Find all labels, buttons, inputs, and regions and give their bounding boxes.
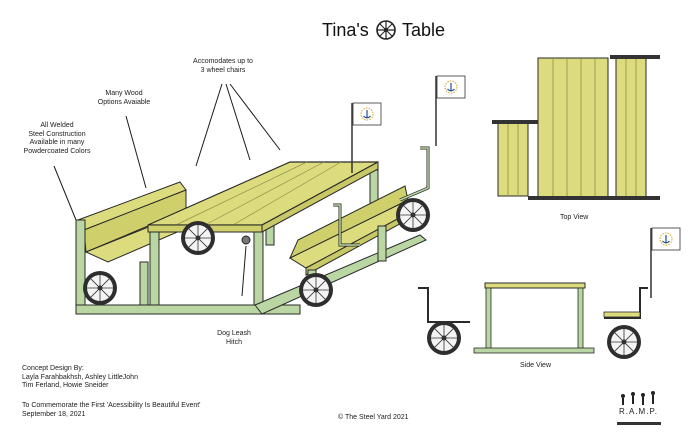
top-view-label: Top View <box>560 214 589 221</box>
side-view <box>418 227 681 360</box>
main-table <box>75 75 466 315</box>
ramp-logo-figures <box>617 391 661 425</box>
side-view-label: Side View <box>520 362 552 369</box>
title-text-right: Table <box>402 20 446 40</box>
callout-lines <box>53 83 281 297</box>
callout-wood-options: Many Wood Options Avaiable <box>97 90 151 106</box>
copyright: © The Steel Yard 2021 <box>338 414 409 421</box>
design-credits: Concept Design By: Layla Farahbakhsh, As… <box>22 365 138 389</box>
callout-wheelchairs: Accomodates up to 3 wheel chairs <box>193 58 253 74</box>
top-view <box>492 55 660 200</box>
callout-steel-construction: All Welded Steel Construction Available … <box>23 122 91 155</box>
ramp-logo-text: R.A.M.P. <box>619 407 658 416</box>
event-note: To Commemorate the First 'Acessibility I… <box>22 402 201 418</box>
title-text-left: Tina's <box>322 20 369 40</box>
wheelchair-wheel-icon <box>376 20 396 40</box>
callout-dog-leash-hitch: Dog Leash Hitch <box>217 330 251 346</box>
title: Tina's Table <box>300 12 480 48</box>
